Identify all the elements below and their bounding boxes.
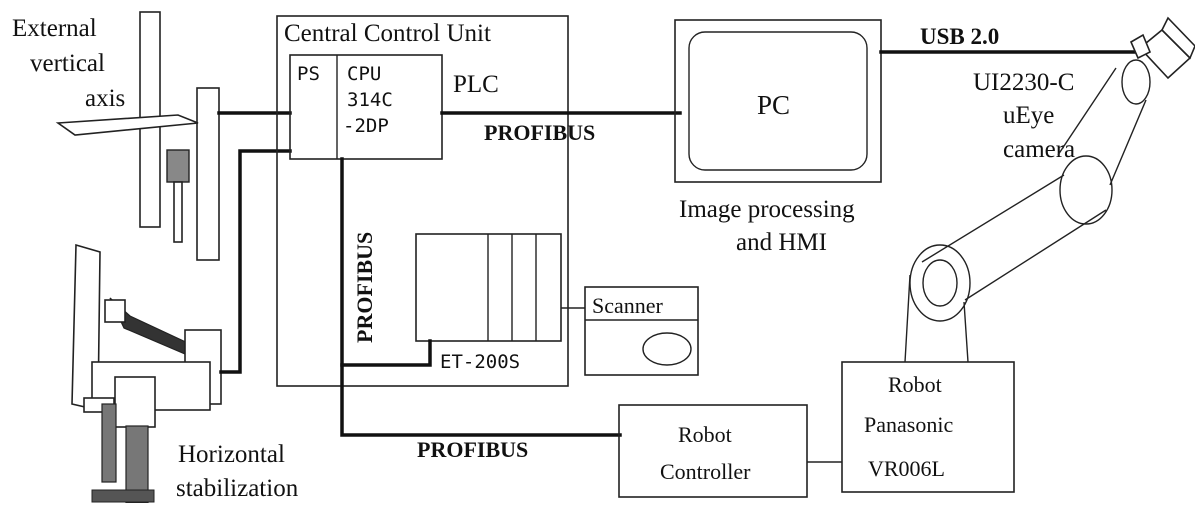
profibus-top-label: PROFIBUS [484,120,595,145]
horizontal-stabilization-device [71,243,222,504]
pc-screen [688,31,868,171]
external-axis-label-1: External [12,15,97,42]
robot-label-1: Robot [888,372,942,397]
scanner-box [584,286,699,376]
cpu-label-3: -2DP [343,115,389,137]
scanner-label: Scanner [592,293,664,318]
profibus-et200s-wire [340,339,432,367]
et200s-label: ET-200S [440,351,520,373]
pc-monitor [674,19,882,183]
robot-arm [904,59,1151,363]
robot-box [841,361,1015,493]
image-processing-label-2: and HMI [736,229,827,256]
pc-label: PC [757,90,790,120]
central-control-unit-title: Central Control Unit [284,20,491,47]
robot-label-3: VR006L [868,456,945,481]
horizontal-stabilization-label-1: Horizontal [178,441,285,468]
profibus-main-wire [340,157,622,437]
stabilization-connection-wire [219,149,292,374]
profibus-vertical-label: PROFIBUS [352,232,377,343]
cpu-label-1: CPU [347,63,381,85]
ps-label: PS [297,63,320,85]
image-processing-label-1: Image processing [679,196,855,223]
external-axis-label-3: axis [85,85,125,112]
horizontal-stabilization-label-2: stabilization [176,475,299,502]
robot-label-2: Panasonic [864,412,953,437]
central-control-unit-box [276,15,569,387]
camera-icon [1129,16,1195,80]
robot-controller-label-2: Controller [660,459,751,484]
robot-controller-label-1: Robot [678,422,732,447]
robot-controller-box [618,404,808,498]
external-vertical-axis-device [55,11,220,261]
cpu-module [289,54,443,160]
camera-label-1: UI2230-C [973,69,1074,96]
camera-label-2: uEye [1003,102,1054,129]
cpu-label-2: 314C [347,89,393,111]
profibus-bottom-label: PROFIBUS [417,437,528,462]
external-axis-label-2: vertical [30,50,105,77]
plc-label: PLC [453,71,499,98]
camera-label-3: camera [1003,136,1075,163]
usb-label: USB 2.0 [920,24,999,49]
scanner-lens [642,332,692,366]
